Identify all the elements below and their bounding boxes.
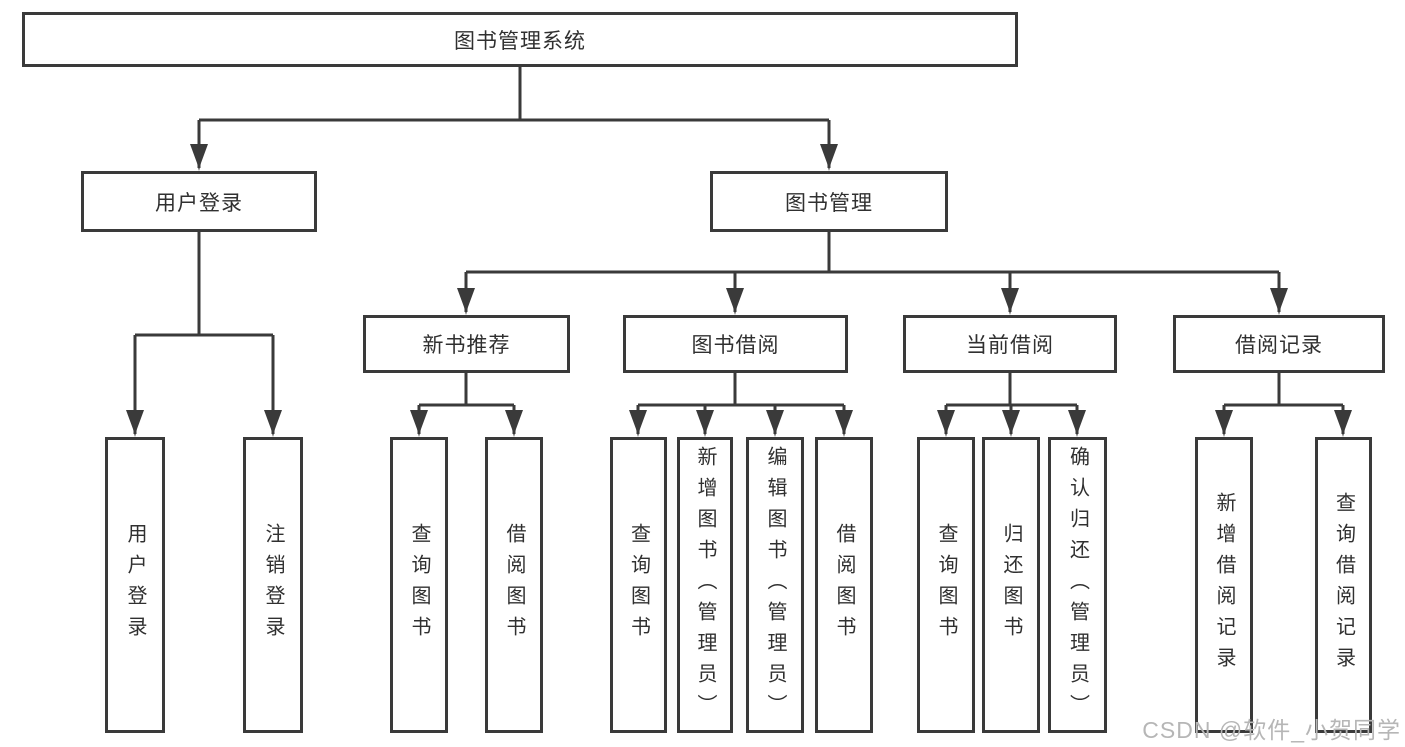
node-new-book-recommend-label: 新书推荐 xyxy=(422,334,511,357)
arrowhead-icon xyxy=(1215,410,1233,437)
node-leaf-return-books: 归还图书 xyxy=(982,437,1040,733)
arrowhead-icon xyxy=(629,410,647,437)
node-root-label: 图书管理系统 xyxy=(454,29,586,53)
edge-paths xyxy=(133,66,1345,434)
node-leaf-confirm-return-admin-label: 确认归还（管理员） xyxy=(1066,445,1089,725)
node-leaf-borrow-books-borrowing-label: 借阅图书 xyxy=(833,523,855,647)
node-book-borrowing: 图书借阅 xyxy=(623,315,848,373)
node-leaf-add-borrow-record-label: 新增借阅记录 xyxy=(1213,492,1235,678)
arrowheads xyxy=(126,144,1352,437)
node-leaf-query-books-recommend: 查询图书 xyxy=(390,437,448,733)
node-leaf-user-login-label: 用户登录 xyxy=(124,523,146,647)
node-leaf-query-borrow-record: 查询借阅记录 xyxy=(1315,437,1372,733)
arrowhead-icon xyxy=(264,410,282,437)
arrowhead-icon xyxy=(126,410,144,437)
node-leaf-borrow-books-recommend-label: 借阅图书 xyxy=(503,523,525,647)
arrowhead-icon xyxy=(937,410,955,437)
arrowhead-icon xyxy=(696,410,714,437)
node-borrowing-records: 借阅记录 xyxy=(1173,315,1385,373)
node-leaf-logout: 注销登录 xyxy=(243,437,303,733)
arrowhead-icon xyxy=(835,410,853,437)
csdn-watermark: CSDN @软件_小贺同学 xyxy=(1142,717,1401,743)
node-new-book-recommend: 新书推荐 xyxy=(363,315,570,373)
node-leaf-edit-books-admin: 编辑图书（管理员） xyxy=(746,437,804,733)
arrowhead-icon xyxy=(505,410,523,437)
node-leaf-query-books-recommend-label: 查询图书 xyxy=(408,523,430,647)
node-current-borrowing-label: 当前借阅 xyxy=(966,334,1054,357)
arrowhead-icon xyxy=(1001,288,1019,315)
node-leaf-query-borrow-record-label: 查询借阅记录 xyxy=(1332,492,1355,678)
node-leaf-confirm-return-admin: 确认归还（管理员） xyxy=(1048,437,1107,733)
node-leaf-borrow-books-borrowing: 借阅图书 xyxy=(815,437,873,733)
node-leaf-edit-books-admin-label: 编辑图书（管理员） xyxy=(764,445,786,725)
node-borrowing-records-label: 借阅记录 xyxy=(1235,334,1323,357)
node-leaf-add-books-admin-label: 新增图书（管理员） xyxy=(694,445,716,725)
arrowhead-icon xyxy=(1068,410,1086,437)
arrowhead-icon xyxy=(1270,288,1288,315)
arrowhead-icon xyxy=(457,288,475,315)
node-user-login: 用户登录 xyxy=(81,171,317,232)
node-user-login-label: 用户登录 xyxy=(155,191,243,215)
node-leaf-return-books-label: 归还图书 xyxy=(1000,523,1022,647)
node-root: 图书管理系统 xyxy=(22,12,1018,67)
arrowhead-icon xyxy=(1002,410,1020,437)
arrowhead-icon xyxy=(1334,410,1352,437)
node-book-management-label: 图书管理 xyxy=(785,191,873,215)
node-book-borrowing-label: 图书借阅 xyxy=(691,334,780,357)
arrowhead-icon xyxy=(820,144,838,171)
node-leaf-query-books-current: 查询图书 xyxy=(917,437,975,733)
node-leaf-logout-label: 注销登录 xyxy=(262,523,284,647)
node-leaf-add-borrow-record: 新增借阅记录 xyxy=(1195,437,1253,733)
node-leaf-query-books-borrowing-label: 查询图书 xyxy=(627,523,650,647)
node-leaf-query-books-borrowing: 查询图书 xyxy=(610,437,667,733)
arrowhead-icon xyxy=(726,288,744,315)
node-current-borrowing: 当前借阅 xyxy=(903,315,1117,373)
node-book-management: 图书管理 xyxy=(710,171,948,232)
arrowhead-icon xyxy=(410,410,428,437)
node-leaf-add-books-admin: 新增图书（管理员） xyxy=(677,437,733,733)
arrowhead-icon xyxy=(190,144,208,171)
node-leaf-borrow-books-recommend: 借阅图书 xyxy=(485,437,543,733)
arrowhead-icon xyxy=(766,410,784,437)
node-leaf-query-books-current-label: 查询图书 xyxy=(935,523,957,647)
node-leaf-user-login: 用户登录 xyxy=(105,437,165,733)
